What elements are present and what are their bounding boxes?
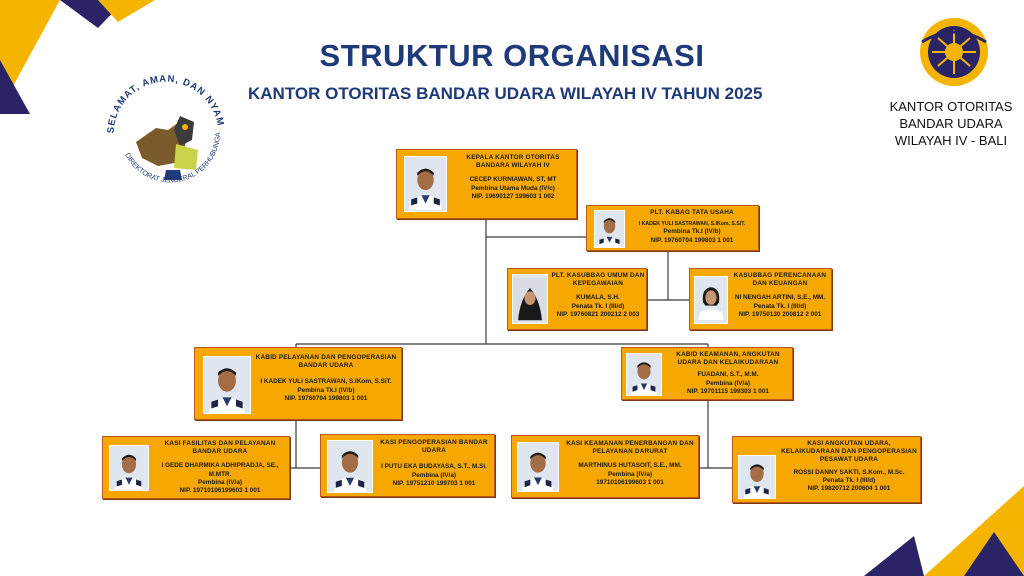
kasubbag-umum-name: KUMALA, S.H. (576, 294, 620, 302)
kasi-angkutan-name: ROSSI DANNY SAKTI, S.Kom., M.Sc. (793, 468, 905, 476)
page-subtitle: KANTOR OTORITAS BANDAR UDARA WILAYAH IV … (248, 84, 763, 103)
kasubbag-keuangan-nip: NIP. 19750130 200812 2 001 (738, 310, 822, 318)
kabid-keamanan-position: KABID KEAMANAN, ANGKUTAN UDARA DAN KELAI… (676, 351, 780, 367)
kabid-pelayanan-nip: NIP. 19760704 199803 1 001 (284, 394, 368, 402)
kasi-pengoperasian-position: KASI PENGOPERASIAN BANDAR UDARA (380, 439, 488, 455)
kabag-tu-rank: Pembina Tk.I (IV/b) (663, 228, 721, 236)
kasi-fasilitas-text: KASI FASILITAS DAN PELAYANAN BANDAR UDAR… (151, 440, 289, 495)
corner-decoration-top-left (0, 0, 155, 114)
kasi-angkutan-position: KASI ANGKUTAN UDARA, KELAIKUDARAAN DAN P… (781, 440, 917, 464)
org-card-kabid-keamanan: KABID KEAMANAN, ANGKUTAN UDARA DAN KELAI… (621, 347, 793, 400)
org-card-kasi-keamanan: KASI KEAMANAN PENERBANGAN DAN PELAYANAN … (511, 435, 699, 498)
org-card-kasi-pengoperasian: KASI PENGOPERASIAN BANDAR UDARA I PUTU E… (320, 434, 495, 497)
head-photo (404, 156, 447, 212)
kasi-keamanan-position: KASI KEAMANAN PENERBANGAN DAN PELAYANAN … (566, 440, 694, 456)
kasi-pengoperasian-photo (327, 440, 373, 493)
kabid-keamanan-rank: Pembina (IV/a) (705, 379, 751, 387)
kabid-keamanan-photo (626, 353, 662, 396)
kabid-pelayanan-text: KABID PELAYANAN DAN PENGOPERASIAN BANDAR… (253, 354, 399, 403)
head-name: CECEP KURNIAWAN, ST, MT (469, 176, 557, 184)
kabid-keamanan-text: KABID KEAMANAN, ANGKUTAN UDARA DAN KELAI… (664, 351, 792, 396)
kasi-keamanan-name: MARTHINUS HUTASOIT, S.E., MM. (578, 462, 682, 470)
kasubbag-keuangan-rank: Penata Tk. I (III/d) (753, 302, 807, 310)
kasubbag-umum-position: Plt. KASUBBAG UMUM DAN KEPEGAWAIAN (551, 272, 645, 288)
kasi-keamanan-photo (517, 442, 559, 492)
kasi-keamanan-rank: Pembina (IV/a) (607, 470, 653, 478)
org-card-kabid-pelayanan: KABID PELAYANAN DAN PENGOPERASIAN BANDAR… (194, 347, 402, 420)
head-position: KEPALA KANTOR OTORITAS BANDARA WILAYAH I… (466, 154, 560, 170)
kasi-pengoperasian-nip: NIP. 19751210 199703 1 001 (392, 479, 476, 487)
org-card-head: KEPALA KANTOR OTORITAS BANDARA WILAYAH I… (396, 149, 577, 219)
kabid-pelayanan-rank: Pembina Tk.I (IV/b) (297, 386, 355, 394)
kasi-keamanan-text: KASI KEAMANAN PENERBANGAN DAN PELAYANAN … (562, 440, 698, 487)
head-text: KEPALA KANTOR OTORITAS BANDARA WILAYAH I… (451, 154, 575, 201)
kasi-fasilitas-position: KASI FASILITAS DAN PELAYANAN BANDAR UDAR… (164, 440, 276, 456)
kasi-fasilitas-photo (109, 445, 149, 491)
kasubbag-umum-text: Plt. KASUBBAG UMUM DAN KEPEGAWAIAN KUMAL… (550, 272, 646, 319)
corner-decoration-bottom-right (864, 486, 1024, 576)
org-card-kasi-fasilitas: KASI FASILITAS DAN PELAYANAN BANDAR UDAR… (102, 436, 290, 499)
kabid-pelayanan-position: KABID PELAYANAN DAN PENGOPERASIAN BANDAR… (255, 354, 397, 370)
kasi-angkutan-rank: Penata Tk. I (III/d) (822, 476, 876, 484)
kasi-angkutan-text: KASI ANGKUTAN UDARA, KELAIKUDARAAN DAN P… (779, 440, 919, 493)
kabag-tu-photo (594, 210, 625, 248)
office-brand-text: KANTOR OTORITAS BANDAR UDARA WILAYAH IV … (880, 98, 1022, 149)
kasi-fasilitas-rank: Pembina (IV/a) (197, 478, 243, 486)
kasi-fasilitas-nip: NIP. 19710106199603 1 001 (179, 487, 261, 495)
kasi-pengoperasian-text: KASI PENGOPERASIAN BANDAR UDARA I PUTU E… (375, 439, 493, 488)
kasubbag-umum-nip: NIP. 19760821 200212 2 003 (556, 310, 640, 318)
org-card-kasi-angkutan: KASI ANGKUTAN UDARA, KELAIKUDARAAN DAN P… (732, 436, 921, 503)
brand-line-3: WILAYAH IV - BALI (894, 133, 1008, 148)
ministry-emblem-left: SELAMAT, AMAN, DAN NYAMAN DIREKTORAT JEN… (96, 70, 225, 185)
org-card-kasubbag-keuangan: KASUBBAG PERENCANAAN DAN KEUANGAN NI NEN… (689, 268, 832, 330)
kabag-tu-position: Plt. KABAG TATA USAHA (650, 209, 734, 216)
kasubbag-keuangan-position: KASUBBAG PERENCANAAN DAN KEUANGAN (733, 272, 827, 288)
org-card-kasubbag-umum: Plt. KASUBBAG UMUM DAN KEPEGAWAIAN KUMAL… (507, 268, 647, 330)
page-title: STRUKTUR ORGANISASI (319, 38, 705, 73)
brand-line-2: BANDAR UDARA (899, 116, 1003, 131)
kasi-pengoperasian-rank: Pembina (IV/a) (411, 471, 457, 479)
kasi-angkutan-nip: NIP. 19820712 200604 1 001 (807, 485, 891, 493)
kasubbag-keuangan-name: NI NENGAH ARTINI, S.E., MM. (734, 294, 826, 302)
kabag-tu-name: I KADEK YULI SASTRAWAN, S.IKom, S.SiT. (638, 221, 746, 228)
kasi-keamanan-nip: 19710106199603 1 001 (596, 478, 664, 486)
kasubbag-umum-photo (512, 274, 548, 324)
kasubbag-umum-rank: Penata Tk. I (III/d) (571, 302, 625, 310)
kasi-fasilitas-name: I GEDE DHARMIKA ADHIPRADJA, SE., M.MTR. (161, 462, 279, 478)
kasubbag-keuangan-text: KASUBBAG PERENCANAAN DAN KEUANGAN NI NEN… (730, 272, 830, 319)
kabid-pelayanan-photo (203, 356, 251, 414)
brand-line-1: KANTOR OTORITAS (889, 99, 1013, 114)
kasi-pengoperasian-name: I PUTU EKA BUDAYASA, S.T., M.Si. (381, 463, 487, 471)
kemenhub-emblem-right (920, 18, 988, 86)
kasubbag-keuangan-photo (694, 276, 728, 324)
kasi-angkutan-photo (738, 455, 776, 499)
head-rank: Pembina Utama Muda (IV/c) (471, 184, 555, 192)
head-nip: NIP. 19690127 199603 1 002 (471, 192, 555, 200)
org-card-kabag-tu: Plt. KABAG TATA USAHA I KADEK YULI SASTR… (586, 205, 759, 251)
kabid-pelayanan-name: I KADEK YULI SASTRAWAN, S.IKom, S.SiT. (260, 378, 392, 386)
kabag-tu-text: Plt. KABAG TATA USAHA I KADEK YULI SASTR… (627, 209, 757, 245)
kabid-keamanan-name: FUADANI, S.T., M.M. (697, 371, 759, 379)
kabid-keamanan-nip: NIP. 19701115 199303 1 001 (687, 387, 769, 395)
kabag-tu-nip: NIP. 19760704 199803 1 001 (650, 236, 734, 244)
